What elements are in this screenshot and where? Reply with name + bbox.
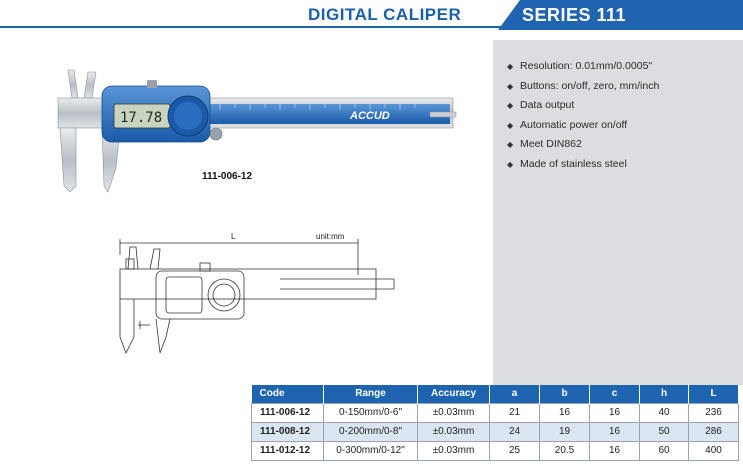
cell-range: 0-300mm/0-12" bbox=[323, 440, 418, 461]
cell-accuracy: ±0.03mm bbox=[417, 440, 490, 461]
feature-item: ◆Buttons: on/off, zero, mm/inch bbox=[507, 77, 659, 97]
cell-a: 21 bbox=[489, 402, 540, 423]
cell-accuracy: ±0.03mm bbox=[417, 421, 490, 442]
table-row: 111-012-12 0-300mm/0-12" ±0.03mm 25 20.5… bbox=[251, 440, 739, 461]
cell-c: 16 bbox=[589, 440, 640, 461]
cell-c: 16 bbox=[589, 421, 640, 442]
header-rule bbox=[0, 26, 743, 28]
cell-h: 40 bbox=[639, 402, 689, 423]
brand-logo: ACCUD bbox=[349, 110, 390, 122]
feature-item: ◆Automatic power on/off bbox=[507, 116, 659, 136]
bullet-icon: ◆ bbox=[507, 62, 514, 71]
bullet-icon: ◆ bbox=[507, 81, 514, 91]
cell-h: 60 bbox=[639, 440, 689, 461]
cell-l: 236 bbox=[688, 402, 739, 423]
page-title: DIGITAL CALIPER bbox=[308, 5, 462, 24]
spec-table: Code Range Accuracy a b c h L 111-006-12… bbox=[251, 385, 739, 461]
cell-a: 25 bbox=[489, 440, 540, 461]
unit-label: unit:mm bbox=[316, 232, 345, 241]
table-row: 111-006-12 0-150mm/0-6" ±0.03mm 21 16 16… bbox=[251, 402, 739, 423]
cell-l: 400 bbox=[688, 440, 739, 461]
feature-item: ◆Meet DIN862 bbox=[507, 135, 659, 155]
features-list: ◆Resolution: 0.01mm/0.0005" ◆Buttons: on… bbox=[507, 57, 659, 174]
cell-a: 24 bbox=[489, 421, 540, 442]
cell-code: 111-008-12 bbox=[251, 421, 324, 442]
column-header-l: L bbox=[688, 385, 739, 403]
bullet-icon: ◆ bbox=[507, 140, 514, 149]
page-header: DIGITAL CALIPER SERIES 111 bbox=[0, 0, 743, 34]
caliper-photo: ACCUD 17.78 bbox=[57, 69, 457, 193]
bullet-icon: ◆ bbox=[507, 101, 514, 110]
table-row: 111-008-12 0-200mm/0-8" ±0.03mm 24 19 16… bbox=[251, 421, 739, 442]
cell-c: 16 bbox=[589, 402, 640, 423]
cell-b: 20.5 bbox=[539, 440, 590, 461]
column-header-range: Range bbox=[323, 385, 418, 403]
column-header-b: b bbox=[539, 385, 590, 403]
series-tab bbox=[498, 0, 743, 30]
table-header-row: Code Range Accuracy a b c h L bbox=[251, 385, 739, 403]
cell-code: 111-012-12 bbox=[251, 440, 324, 461]
cell-b: 19 bbox=[539, 421, 590, 442]
series-label: SERIES 111 bbox=[522, 5, 627, 25]
cell-code: 111-006-12 bbox=[251, 402, 324, 423]
bullet-icon: ◆ bbox=[507, 120, 514, 130]
cell-b: 16 bbox=[539, 402, 590, 423]
feature-item: ◆Made of stainless steel bbox=[507, 155, 659, 175]
dimension-label-l: L bbox=[231, 232, 236, 241]
column-header-h: h bbox=[639, 385, 689, 403]
cell-range: 0-200mm/0-8" bbox=[323, 421, 418, 442]
lcd-reading: 17.78 bbox=[120, 110, 162, 126]
column-header-code: Code bbox=[251, 385, 324, 403]
bullet-icon: ◆ bbox=[507, 159, 514, 169]
feature-item: ◆Resolution: 0.01mm/0.0005" bbox=[507, 57, 659, 77]
feature-item: ◆Data output bbox=[507, 96, 659, 116]
cell-accuracy: ±0.03mm bbox=[417, 402, 490, 423]
caliper-drawing bbox=[119, 239, 395, 354]
cell-range: 0-150mm/0-6" bbox=[323, 402, 418, 423]
cell-l: 286 bbox=[688, 421, 739, 442]
column-header-accuracy: Accuracy bbox=[417, 385, 490, 403]
column-header-c: c bbox=[589, 385, 640, 403]
model-caption: 111-006-12 bbox=[202, 171, 253, 182]
cell-h: 50 bbox=[639, 421, 689, 442]
column-header-a: a bbox=[489, 385, 540, 403]
features-panel: ◆Resolution: 0.01mm/0.0005" ◆Buttons: on… bbox=[493, 40, 743, 385]
